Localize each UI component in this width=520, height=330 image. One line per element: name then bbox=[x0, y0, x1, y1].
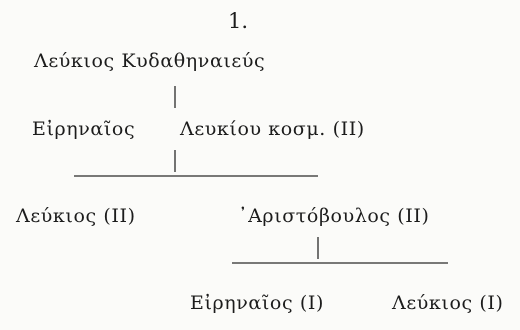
node-eirenaios-i: Εἰρηναῖος (Ι) bbox=[190, 292, 324, 314]
node-leukios-i: Λεύκιος (Ι) bbox=[392, 292, 504, 314]
node-eirenaios: Εἰρηναῖος bbox=[32, 118, 136, 140]
node-aristoboulos-ii: ᾿Αριστόβουλος (ΙΙ) bbox=[238, 205, 430, 227]
node-leukios-ii: Λεύκιος (ΙΙ) bbox=[16, 205, 136, 227]
node-leukios-kydathenaieus: Λεύκιος Κυδαθηναιεύς bbox=[34, 50, 266, 72]
node-leukiou-kosmetes-ii: Λευκίου κοσμ. (ΙΙ) bbox=[180, 118, 365, 140]
stemma-number: 1. bbox=[228, 9, 249, 33]
